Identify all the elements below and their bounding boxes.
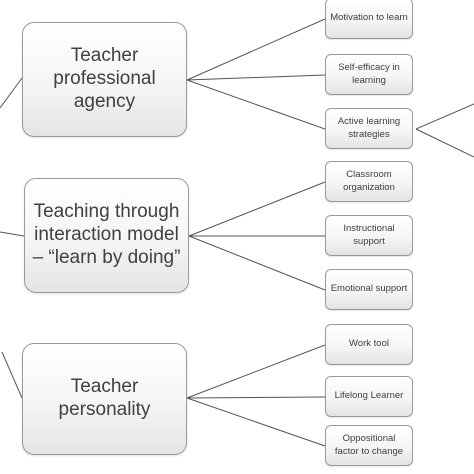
incoming-line-2 <box>0 231 25 237</box>
main-box-label: Teaching through interaction model – “le… <box>32 201 181 268</box>
incoming-line-1 <box>0 77 23 109</box>
connector-g3-i3 <box>186 397 326 447</box>
leaf-box-label: Oppositional factor to change <box>334 433 404 457</box>
leaf-box-label: Classroom organization <box>343 169 395 193</box>
outgoing-line-up <box>415 103 474 130</box>
leaf-box-label: Instructional support <box>343 223 395 247</box>
leaf-box-label: Active learning strategies <box>337 116 401 140</box>
leaf-box-self-efficacy: Self-efficacy in learning <box>325 54 413 95</box>
leaf-box-motivation-to-learn: Motivation to learn <box>325 0 413 39</box>
leaf-box-label: Lifelong Learner <box>334 390 404 402</box>
leaf-box-active-learning-strategies: Active learning strategies <box>325 108 413 149</box>
main-box-teacher-professional-agency: Teacher professional agency <box>22 22 187 137</box>
leaf-box-oppositional-factor: Oppositional factor to change <box>325 425 413 466</box>
outgoing-line-down <box>415 128 474 158</box>
connector-g3-i2 <box>186 396 326 399</box>
incoming-line-3 <box>1 351 23 399</box>
main-box-label: Teacher personality <box>58 376 151 420</box>
connector-g1-i3 <box>186 79 326 130</box>
leaf-box-emotional-support: Emotional support <box>325 269 413 310</box>
leaf-box-work-tool: Work tool <box>325 324 413 365</box>
leaf-box-label: Motivation to learn <box>330 12 408 24</box>
leaf-box-label: Work tool <box>349 338 389 350</box>
main-box-label: Teacher professional agency <box>53 45 156 112</box>
main-box-teacher-personality: Teacher personality <box>22 343 187 455</box>
leaf-box-instructional-support: Instructional support <box>325 215 413 256</box>
connector-g3-i1 <box>186 344 326 399</box>
connector-g2-i1 <box>188 181 326 237</box>
connector-g1-i1 <box>186 18 326 81</box>
main-box-teaching-through-interaction: Teaching through interaction model – “le… <box>24 178 189 293</box>
leaf-box-label: Self-efficacy in learning <box>338 62 400 86</box>
connector-g1-i2 <box>186 74 326 81</box>
connector-g2-i3 <box>188 235 326 291</box>
leaf-box-classroom-organization: Classroom organization <box>325 161 413 202</box>
leaf-box-lifelong-learner: Lifelong Learner <box>325 376 413 417</box>
leaf-box-label: Emotional support <box>330 283 408 295</box>
